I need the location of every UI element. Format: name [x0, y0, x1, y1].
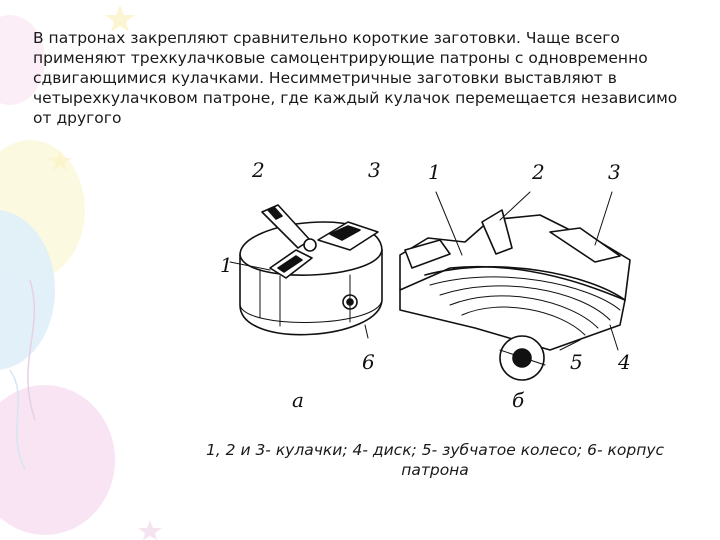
- label-a-2: 2: [252, 158, 265, 182]
- label-b-3: 3: [608, 160, 621, 184]
- description-paragraph: В патронах закрепляют сравнительно корот…: [33, 29, 678, 127]
- label-b-1: 1: [428, 160, 441, 184]
- label-a-6: 6: [362, 350, 375, 374]
- balloon-string: [9, 369, 26, 471]
- star-deco: [48, 150, 72, 171]
- three-jaw-chuck-a: [229, 204, 383, 339]
- figure-caption: 1, 2 и 3- кулачки; 4- диск; 5- зубчатое …: [205, 441, 665, 479]
- balloon-pink-small: [0, 15, 45, 105]
- balloon-blue: [0, 210, 55, 370]
- label-b-5: 5: [570, 350, 583, 374]
- chuck-drawing: [229, 191, 631, 381]
- star-deco: [105, 5, 135, 32]
- chuck-figure: 2 3 1 6 а 1 2 3 5 4 б: [200, 150, 660, 420]
- label-b-letter: б: [512, 388, 525, 412]
- label-a-1: 1: [220, 253, 233, 277]
- balloon-string: [27, 279, 36, 421]
- label-a-letter: а: [292, 388, 304, 412]
- star-deco: [138, 520, 162, 540]
- label-a-3: 3: [368, 158, 381, 182]
- balloon-pink: [0, 385, 115, 535]
- label-b-4: 4: [618, 350, 631, 374]
- chuck-cutaway-b: [399, 191, 631, 381]
- label-b-2: 2: [532, 160, 545, 184]
